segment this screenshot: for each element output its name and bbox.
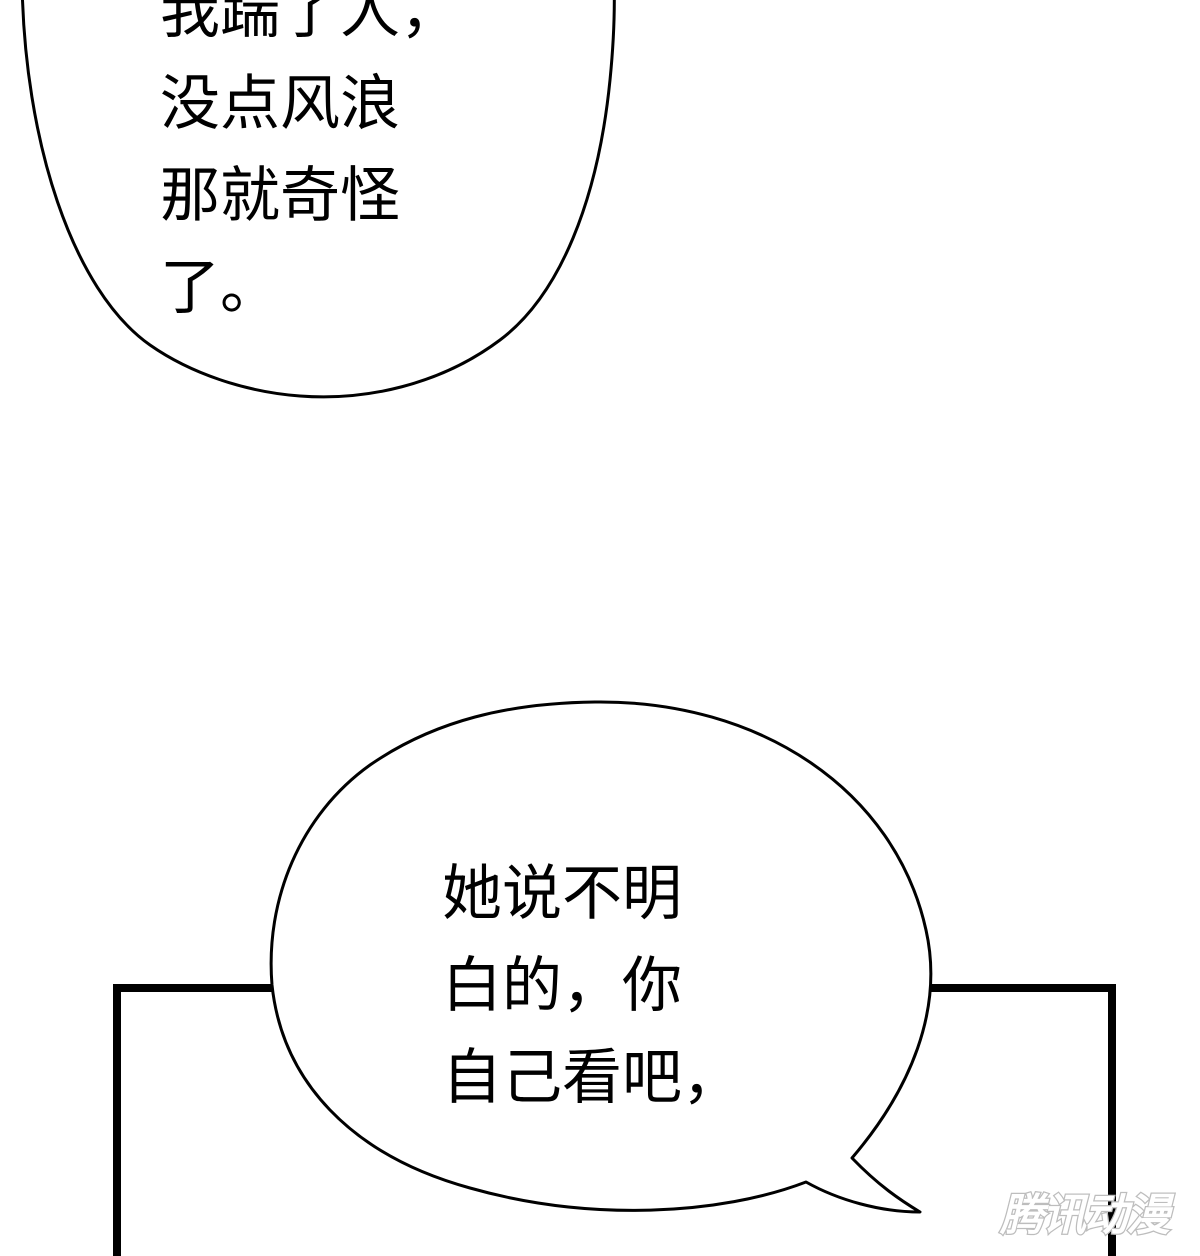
speech-text-bottom: 她说不明 白的，你 自己看吧，: [442, 848, 742, 1124]
speech-bubble-top: [21, 0, 616, 399]
speech-line: 那就奇怪: [160, 161, 400, 231]
speech-bubble-bottom: [269, 700, 933, 1214]
speech-line: 白的，你: [442, 951, 682, 1021]
watermark-text: 腾讯动漫: [999, 1190, 1175, 1240]
speech-line: 自己看吧，: [442, 1043, 742, 1113]
speech-line: 没点风浪: [160, 69, 400, 139]
speech-text-top: 我踹了人， 没点风浪 那就奇怪 了。: [160, 0, 460, 334]
speech-line: 我踹了人，: [160, 0, 460, 47]
watermark-logo: 腾讯动漫: [998, 1189, 1178, 1240]
speech-line: 了。: [160, 253, 280, 323]
speech-line: 她说不明: [442, 859, 682, 929]
